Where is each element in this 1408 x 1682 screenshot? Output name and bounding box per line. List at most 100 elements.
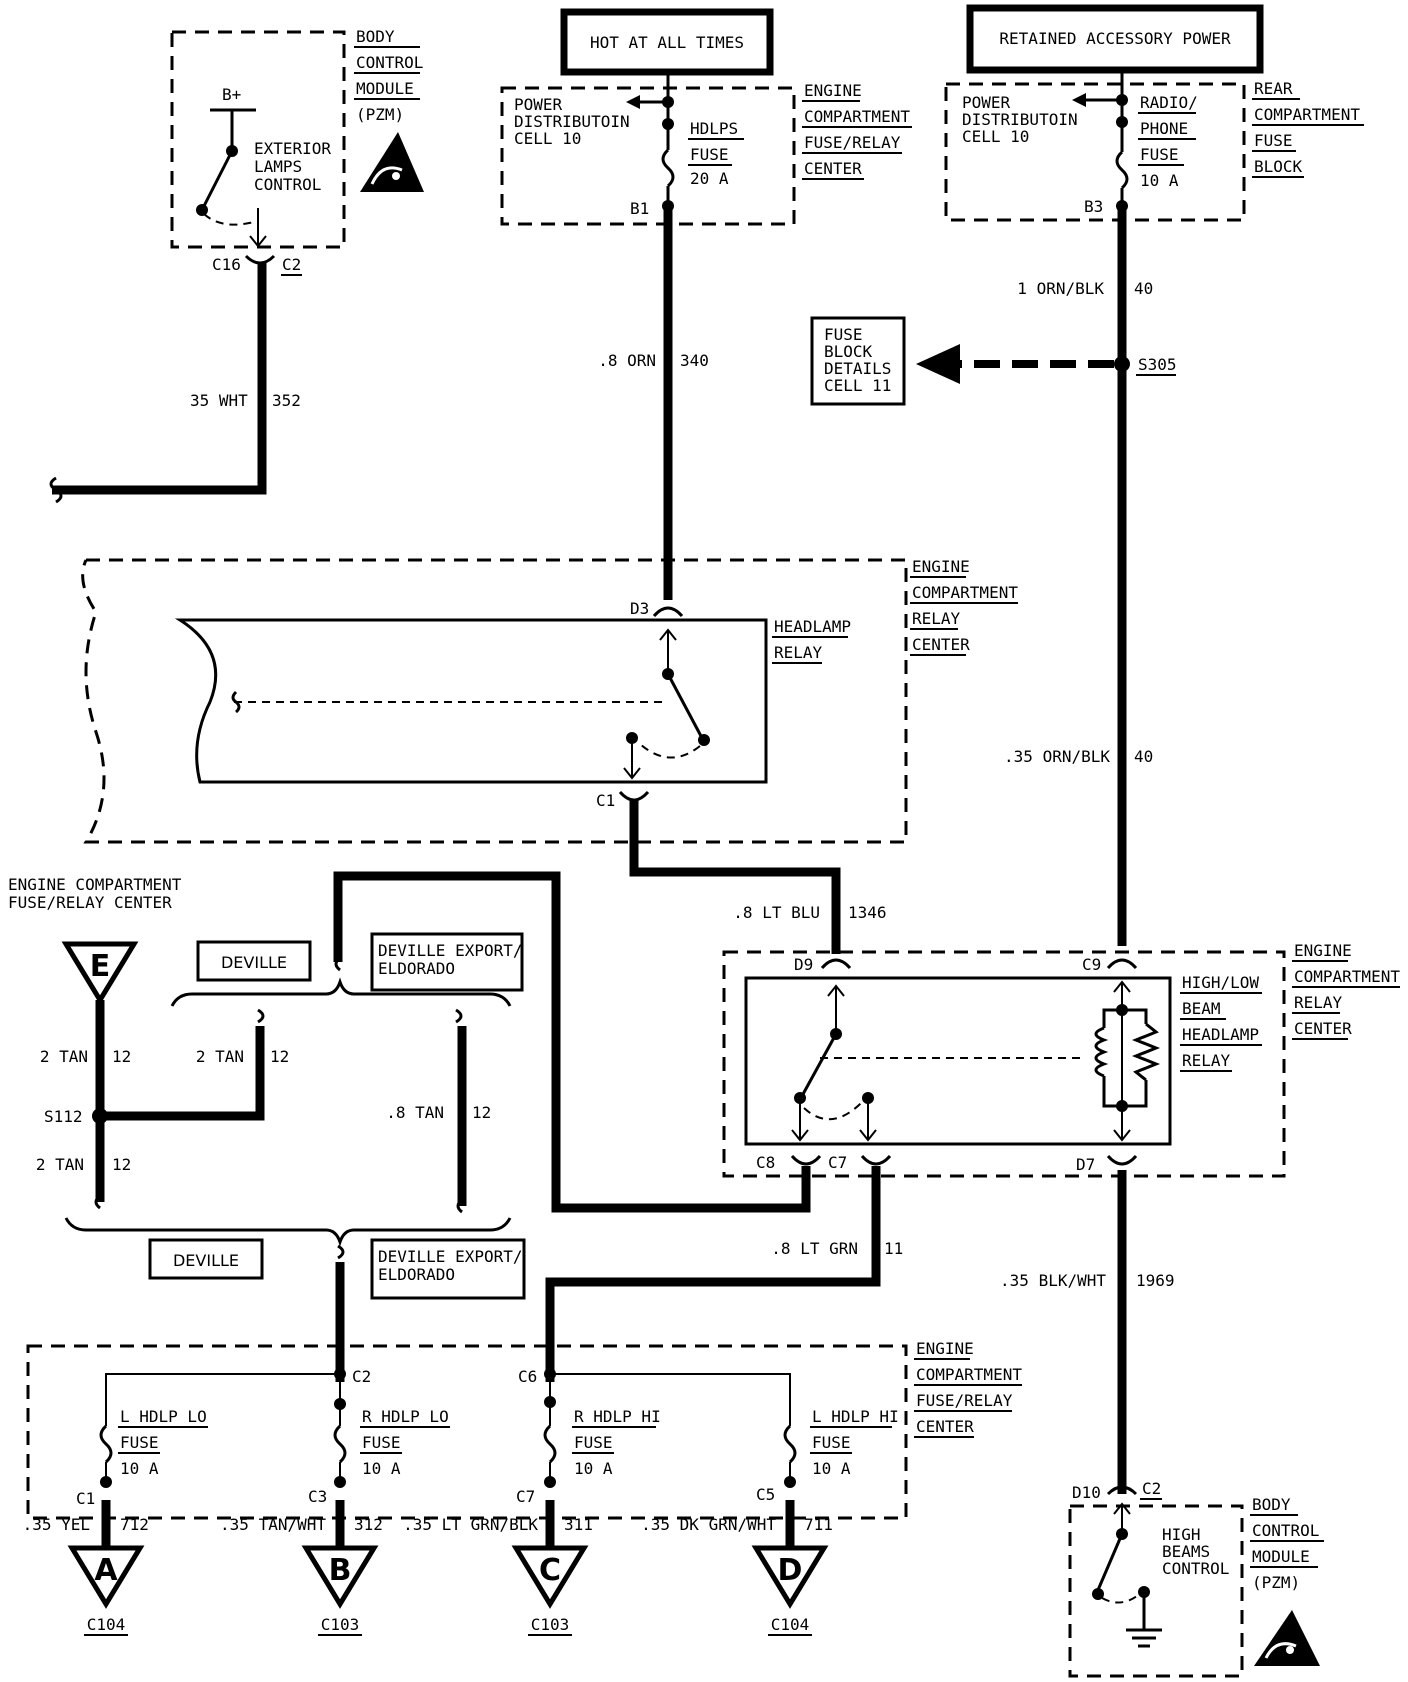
esd-sensitive-icon	[1254, 1610, 1320, 1666]
wire-12-s112	[100, 1026, 265, 1121]
conn-c1-relay: C1	[596, 791, 615, 810]
ecfrc-top-4: CENTER	[804, 159, 862, 178]
splice-s112: S112	[44, 1107, 83, 1126]
conn-b1: B1	[630, 199, 649, 218]
conn-c7-relay: C7	[828, 1153, 847, 1172]
conn-c7: C7	[516, 1487, 535, 1506]
deville-export-2-b: ELDORADO	[378, 1265, 455, 1284]
rcfb: POWER DISTRIBUTOIN CELL 10 RADIO/ PHONE …	[944, 70, 1364, 222]
wire-12d-gauge: 2 TAN	[36, 1155, 84, 1174]
fbd-3: DETAILS	[824, 359, 891, 378]
bcm-top-label-1: BODY	[356, 27, 395, 46]
high-beams-1: HIGH	[1162, 1525, 1201, 1544]
wire-c8-export	[333, 871, 811, 1213]
conn-c2-top: C2	[282, 255, 301, 274]
wire-1969-circuit: 1969	[1136, 1271, 1175, 1290]
exterior-lamps-2: LAMPS	[254, 157, 302, 176]
deville-1: DEVILLE	[221, 953, 287, 972]
ground-e: E	[61, 941, 139, 1005]
wire-40a-circuit: 40	[1134, 279, 1153, 298]
hilo-relay-4: RELAY	[1182, 1051, 1231, 1070]
fuse-r-lo-2: FUSE	[362, 1433, 401, 1452]
conn-c6: C6	[518, 1367, 537, 1386]
wire-1346-circuit: 1346	[848, 903, 887, 922]
fuse-l-hi-1: L HDLP HI	[812, 1407, 899, 1426]
ecfrc-ground-1: ENGINE COMPARTMENT	[8, 875, 182, 894]
wire-352-circuit: 352	[272, 391, 301, 410]
wire-712-gauge: .35 YEL	[23, 1515, 90, 1534]
conn-b3: B3	[1084, 197, 1103, 216]
pd-cell-2-c: CELL 10	[962, 127, 1029, 146]
bcm-top: BODY CONTROL MODULE (PZM) B+ EXTERIOR LA…	[170, 27, 424, 276]
ecfrc-bottom-3: FUSE/RELAY	[916, 1391, 1013, 1410]
ecrc-hl-3: RELAY	[912, 609, 961, 628]
fuse-r-hi-1: R HDLP HI	[574, 1407, 661, 1426]
wire-1346-gauge: .8 LT BLU	[733, 903, 820, 922]
wire-12b-gauge: 2 TAN	[196, 1047, 244, 1066]
exterior-lamps-1: EXTERIOR	[254, 139, 331, 158]
radio-fuse-4: 10 A	[1140, 171, 1179, 190]
ecfrc-top-3: FUSE/RELAY	[804, 133, 901, 152]
fuse-block-details-box: FUSE BLOCK DETAILS CELL 11	[810, 316, 906, 406]
fuse-r-hi-3: 10 A	[574, 1459, 613, 1478]
wire-711-circuit: 711	[804, 1515, 833, 1534]
rcfb-2: COMPARTMENT	[1254, 105, 1360, 124]
ecrc-hl-4: CENTER	[912, 635, 970, 654]
radio-fuse-3: FUSE	[1140, 145, 1179, 164]
deville-export-1-b: ELDORADO	[378, 959, 455, 978]
ecrc-hilo-3: RELAY	[1294, 993, 1343, 1012]
ecfrc-bottom-4: CENTER	[916, 1417, 974, 1436]
headlamp-relay-1: HEADLAMP	[774, 617, 851, 636]
ecfrc-bottom-2: COMPARTMENT	[916, 1365, 1022, 1384]
wire-11-circuit: 11	[884, 1239, 903, 1258]
bcm-bottom-2: CONTROL	[1252, 1521, 1319, 1540]
esd-sensitive-icon	[360, 132, 424, 192]
ground-a-conn: C104	[87, 1615, 126, 1634]
ecrc-hilo-4: CENTER	[1294, 1019, 1352, 1038]
ecfrc-top: POWER DISTRIBUTOIN CELL 10 HDLPS FUSE 20…	[500, 72, 912, 226]
ecfrc-top-1: ENGINE	[804, 81, 862, 100]
headlamp-relay-2: RELAY	[774, 643, 823, 662]
ecfrc-top-2: COMPARTMENT	[804, 107, 910, 126]
conn-c8: C8	[756, 1153, 775, 1172]
radio-fuse-2: PHONE	[1140, 119, 1188, 138]
wire-12c-gauge: .8 TAN	[386, 1103, 444, 1122]
high-beams-3: CONTROL	[1162, 1559, 1229, 1578]
ground-d-conn: C104	[771, 1615, 810, 1634]
wire-40a-gauge: 1 ORN/BLK	[1017, 279, 1104, 298]
hilo-relay-1: HIGH/LOW	[1182, 973, 1259, 992]
wire-40b-gauge: .35 ORN/BLK	[1004, 747, 1110, 766]
ecfrc-ground-2: FUSE/RELAY CENTER	[8, 893, 172, 912]
ecfrc-bottom: C2 C6 L HDLP LO FUSE 10 A C1 R HDLP LO F…	[26, 1339, 1022, 1520]
ground-b: B C103	[301, 1545, 379, 1636]
ground-e-letter: E	[90, 949, 111, 984]
wire-12b-circuit: 12	[270, 1047, 289, 1066]
ground-c-letter: C	[539, 1553, 561, 1588]
ground-b-letter: B	[329, 1553, 352, 1588]
hdlps-fuse-1: HDLPS	[690, 119, 738, 138]
wire-11	[545, 1166, 881, 1382]
fuse-r-lo-3: 10 A	[362, 1459, 401, 1478]
bcm-top-label-3: MODULE	[356, 79, 414, 98]
hot-at-all-times-source: HOT AT ALL TIMES	[560, 8, 774, 76]
pd-cell-1-c: CELL 10	[514, 129, 581, 148]
wire-352	[52, 262, 267, 495]
wire-352-gauge: 35 WHT	[190, 391, 248, 410]
pd-cell-1-a: POWER	[514, 95, 563, 114]
fbd-2: BLOCK	[824, 342, 873, 361]
conn-c3: C3	[308, 1487, 327, 1506]
fbd-4: CELL 11	[824, 376, 891, 395]
bcm-top-label-2: CONTROL	[356, 53, 423, 72]
wire-312-circuit: 312	[354, 1515, 383, 1534]
conn-c2-fuse: C2	[352, 1367, 371, 1386]
bcm-bottom: D10 C2 HIGH BEAMS CONTROL BODY CONTROL M…	[1068, 1479, 1324, 1678]
ground-b-conn: C103	[321, 1615, 360, 1634]
wire-12c-circuit: 12	[472, 1103, 491, 1122]
exterior-lamps-3: CONTROL	[254, 175, 321, 194]
bcm-top-label-4: (PZM)	[356, 105, 404, 124]
hdlps-fuse-2: FUSE	[690, 145, 729, 164]
pd-cell-1-b: DISTRIBUTOIN	[514, 112, 630, 131]
deville-export-1-a: DEVILLE EXPORT/	[378, 941, 523, 960]
ground-a: A C104	[67, 1545, 145, 1636]
